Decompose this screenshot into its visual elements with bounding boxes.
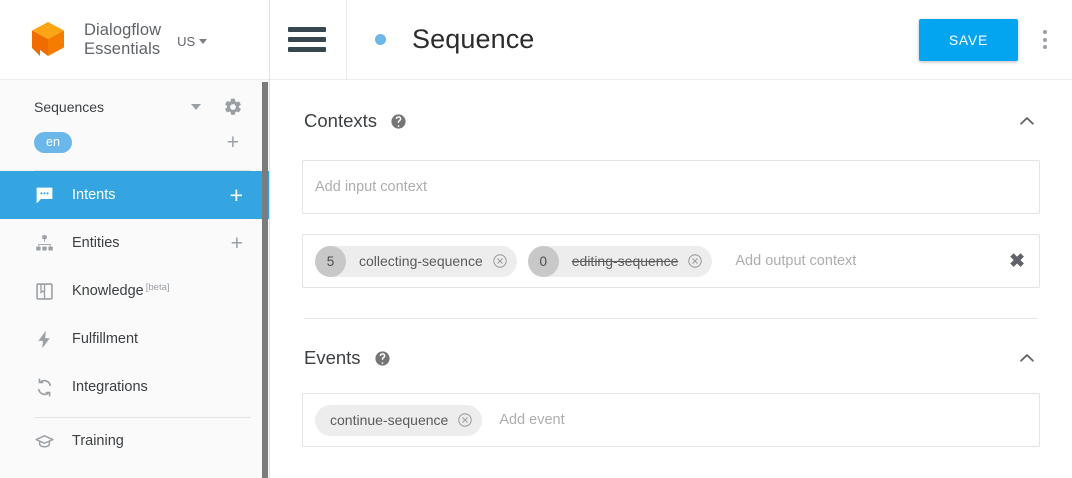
events-field[interactable]: continue-sequence Add event [302,393,1040,447]
event-chip[interactable]: continue-sequence [315,404,483,436]
hamburger-bar [288,47,326,52]
section-title: Contexts [304,110,378,131]
sidebar-item-label: Fulfillment [72,331,139,347]
sidebar-item-integrations[interactable]: Integrations [0,363,269,411]
save-button[interactable]: SAVE [918,18,1018,61]
top-bar: Sequence SAVE [270,0,1072,80]
chip-label: collecting-sequence [359,253,483,269]
brand-header[interactable]: Dialogflow Essentials US [0,0,269,80]
lightning-bolt-icon [34,329,60,350]
gear-icon[interactable] [223,97,243,117]
agent-name: Sequences [34,99,105,115]
kebab-dot [1043,45,1047,49]
remove-chip-icon[interactable] [457,412,473,428]
events-section: Events [302,319,1040,447]
chip-label: editing-sequence [571,253,679,269]
divider [34,170,251,171]
divider [34,417,251,418]
brand-line-2: Essentials [84,39,161,58]
kebab-menu-icon[interactable] [1018,30,1072,49]
status-dot-icon [375,34,386,45]
section-divider [304,318,1038,319]
sidebar-scrollbar[interactable] [262,82,268,478]
refresh-arrows-icon [34,377,60,398]
main-panel: Sequence SAVE Contexts [270,0,1072,478]
brand-title: Dialogflow Essentials [84,21,161,59]
divider [346,0,347,80]
sidebar: Dialogflow Essentials US Sequences en + [0,0,270,478]
help-circle-icon[interactable] [374,350,391,367]
lifespan-badge: 5 [315,245,346,277]
contexts-section: Contexts [302,80,1040,319]
hamburger-icon[interactable] [280,27,334,52]
graduation-cap-icon [34,431,60,452]
page-title: Sequence [412,24,535,54]
sidebar-item-training[interactable]: Training [0,418,269,464]
add-entity-button[interactable]: + [230,231,243,255]
event-placeholder: Add event [499,412,565,428]
kebab-dot [1043,30,1047,34]
chevron-up-icon[interactable] [1016,347,1038,369]
agent-selector[interactable]: Sequences [0,89,269,125]
sidebar-item-label: Intents [72,187,116,203]
language-row: en + [0,125,269,159]
sidebar-item-label: Integrations [72,379,148,395]
output-context-placeholder: Add output context [735,253,857,269]
sidebar-item-label: Training [72,433,124,449]
input-context-field[interactable]: Add input context [302,160,1040,214]
chevron-down-icon [199,39,208,44]
clear-output-contexts-button[interactable]: ✖ [1009,250,1025,272]
sidebar-item-intents[interactable]: Intents + [0,171,269,219]
help-circle-icon[interactable] [390,113,407,130]
sidebar-item-label: Knowledge [beta] [72,282,243,299]
sidebar-item-label: Entities [72,235,120,251]
dialogflow-logo-icon [26,18,70,62]
chevron-down-icon[interactable] [191,104,201,110]
content-area: Contexts [270,80,1072,447]
add-language-button[interactable]: + [226,130,239,154]
hierarchy-icon [34,233,60,254]
lifespan-badge: 0 [527,245,559,277]
chat-bubble-icon [34,185,60,206]
sidebar-item-fulfillment[interactable]: Fulfillment [0,315,269,363]
sidebar-item-entities[interactable]: Entities + [0,219,269,267]
remove-chip-icon[interactable] [492,253,508,269]
book-icon [34,281,60,302]
events-header: Events [302,341,1040,375]
remove-chip-icon[interactable] [687,253,703,269]
hamburger-bar [288,37,326,42]
chip-label: continue-sequence [330,412,449,428]
input-context-placeholder: Add input context [315,179,428,195]
chevron-up-icon[interactable] [1016,110,1038,132]
brand-line-1: Dialogflow [84,20,162,39]
knowledge-text: Knowledge [72,283,144,299]
context-chip[interactable]: 0 editing-sequence [527,245,713,277]
language-chip-en[interactable]: en [34,131,72,153]
output-context-field[interactable]: 5 collecting-sequence 0 editing-sequence [302,234,1040,288]
region-selector[interactable]: US [177,30,208,49]
section-title: Events [304,347,361,368]
sidebar-item-knowledge[interactable]: Knowledge [beta] [0,267,269,315]
beta-badge: [beta] [145,282,170,293]
region-label: US [177,34,196,49]
context-chip[interactable]: 5 collecting-sequence [315,245,517,277]
hamburger-bar [288,27,326,32]
contexts-header: Contexts [302,104,1040,138]
kebab-dot [1043,37,1047,42]
add-intent-button[interactable]: + [229,181,243,208]
